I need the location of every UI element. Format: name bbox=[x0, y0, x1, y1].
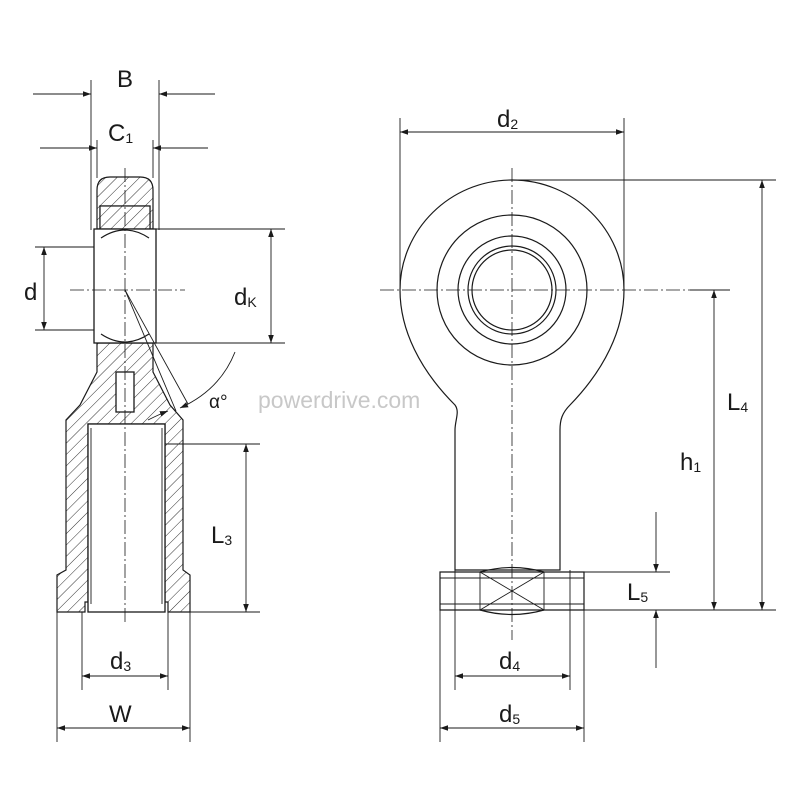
eye-outline bbox=[399, 179, 625, 571]
label-d5: d5 bbox=[499, 701, 520, 728]
label-L3: L3 bbox=[211, 522, 232, 549]
label-d2: d2 bbox=[497, 106, 518, 133]
left-dimensions bbox=[33, 80, 285, 742]
right-dimensions bbox=[399, 118, 776, 742]
label-L4: L4 bbox=[727, 389, 748, 416]
label-d4: d4 bbox=[499, 648, 520, 675]
label-L5: L5 bbox=[627, 579, 648, 606]
section-view bbox=[56, 168, 236, 625]
label-d: d bbox=[24, 279, 37, 306]
label-alpha: α° bbox=[209, 392, 228, 413]
threaded-bore bbox=[87, 423, 166, 613]
watermark: powerdrive.com bbox=[258, 387, 420, 413]
label-d3: d3 bbox=[110, 648, 131, 675]
label-B: B bbox=[117, 66, 133, 93]
label-C1: C1 bbox=[108, 120, 133, 147]
labels: B C1 d dK α° L3 d3 W d2 L4 h1 L5 d4 d5 bbox=[24, 66, 748, 728]
label-W: W bbox=[109, 701, 132, 728]
label-h1: h1 bbox=[680, 449, 701, 476]
front-view bbox=[380, 168, 690, 640]
label-dK: dK bbox=[234, 284, 257, 311]
